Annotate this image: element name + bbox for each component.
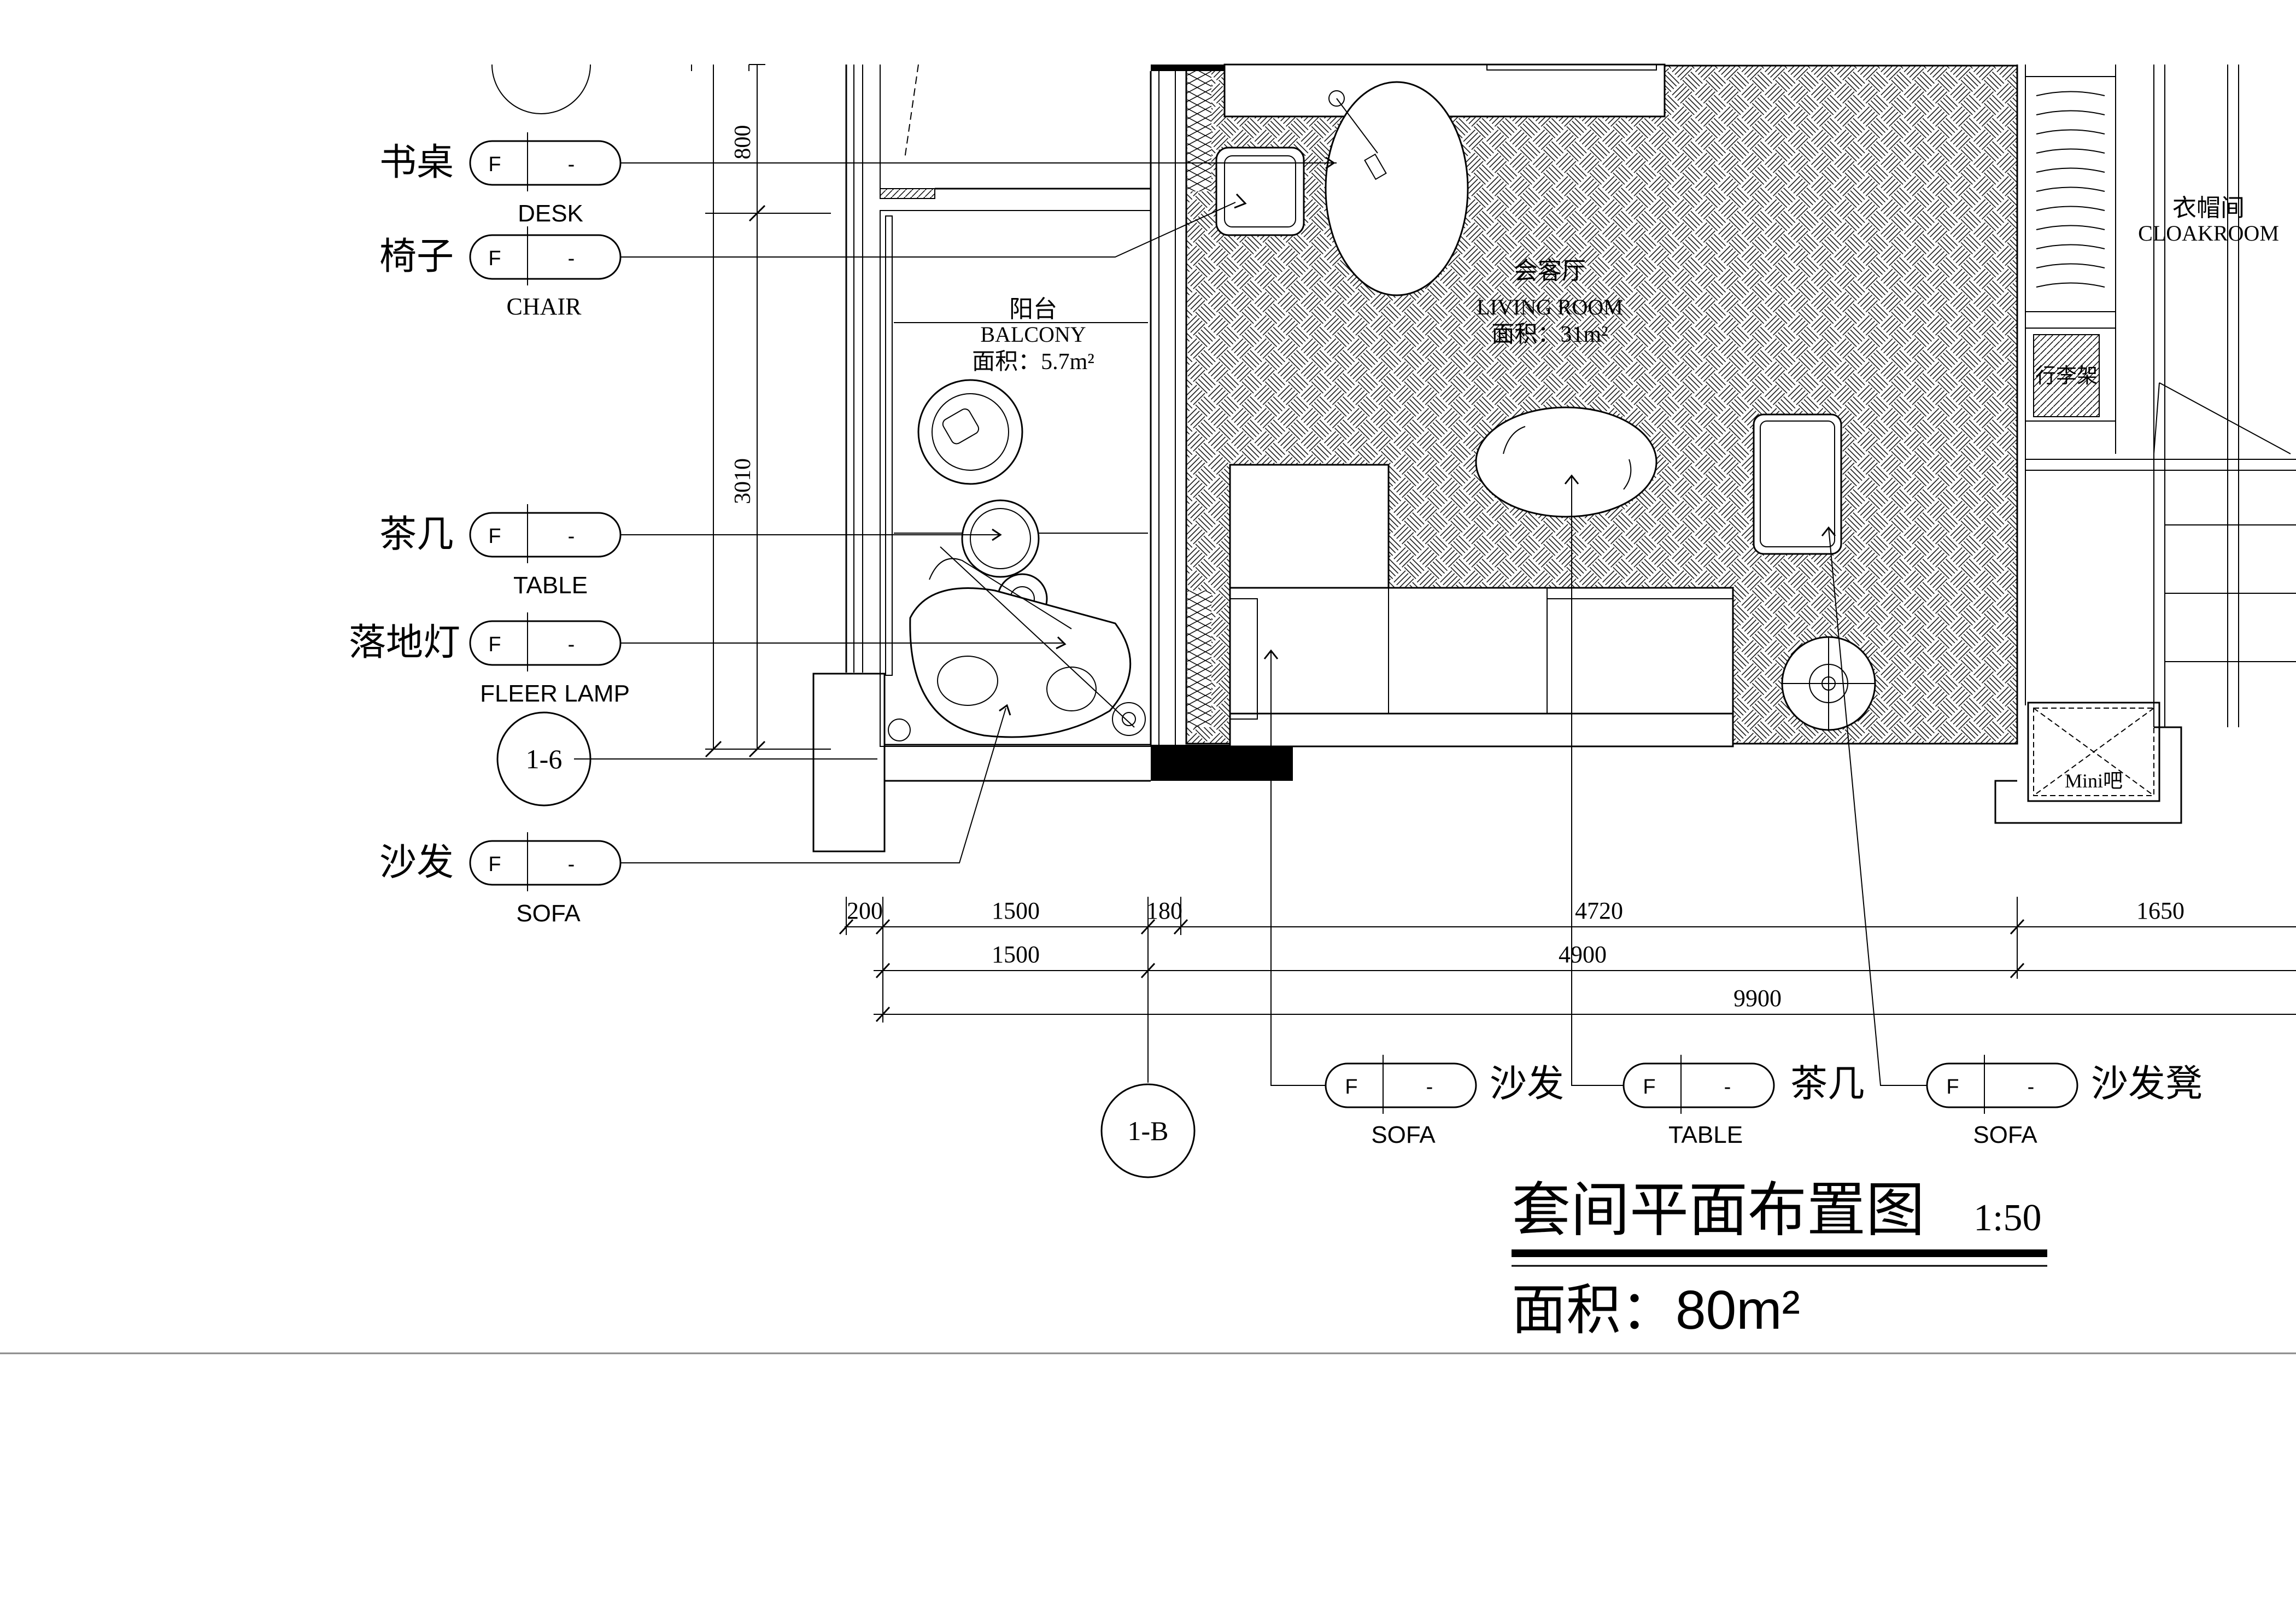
tag-table-bottom-code: F	[1643, 1076, 1655, 1099]
cloakroom-label-cn: 衣帽间	[2172, 195, 2245, 221]
curtain-lower	[1187, 591, 1211, 727]
tag-sofa-bottom-en: SOFA	[1371, 1121, 1436, 1148]
drawing-scale: 1:50	[1973, 1197, 2041, 1239]
tag-chair-cn: 椅子	[379, 236, 454, 277]
tag-sofa-left-cn: 沙发	[379, 842, 454, 883]
balcony-armchair	[917, 379, 1023, 485]
structural-column	[1151, 745, 1293, 781]
tag-desk-code: F	[488, 153, 501, 176]
dim-1500-a: 1500	[992, 897, 1040, 924]
living-area: 面积：31m²	[1491, 322, 1608, 347]
tag-table-left-en: TABLE	[513, 572, 588, 599]
tag-sofa-left-code: F	[488, 853, 501, 876]
tag-stool: F - 沙发凳 SOFA	[1926, 1055, 2203, 1148]
luggage-rack-label: 行李架	[2035, 365, 2098, 388]
tag-table-left: F - 茶几 TABLE	[379, 504, 622, 599]
tag-lamp: F - 落地灯 FLEER LAMP	[349, 612, 630, 707]
section-mark-bottom-text: 1-B	[1128, 1115, 1169, 1146]
tag-chair-en: CHAIR	[507, 293, 582, 320]
tag-chair: F - 椅子 CHAIR	[379, 226, 622, 320]
balcony-area: 面积：5.7m²	[972, 349, 1094, 375]
tag-stool-en: SOFA	[1973, 1121, 2037, 1148]
section-mark-bottom: 1-B	[1100, 1083, 1196, 1178]
section-mark-left: 1-6	[496, 711, 591, 807]
tag-table-bottom-cn: 茶几	[1790, 1063, 1865, 1105]
cloakroom-label-en: CLOAKROOM	[2138, 221, 2279, 246]
vertical-dimensions: 800 3010	[705, 64, 831, 758]
tag-stool-code: F	[1946, 1076, 1959, 1099]
leader-lines	[574, 156, 1927, 1086]
tag-table-bottom: F - 茶几 TABLE	[1623, 1055, 1865, 1148]
living-label-en: LIVING ROOM	[1477, 295, 1623, 319]
tag-table-bottom-num: -	[1724, 1076, 1731, 1099]
tag-lamp-cn: 落地灯	[349, 622, 460, 663]
tag-chair-num: -	[568, 247, 575, 270]
tag-sofa-left: F - 沙发 SOFA	[379, 832, 622, 927]
sofa-stool	[1753, 413, 1842, 555]
tag-table-left-cn: 茶几	[379, 513, 454, 555]
dim-vertical-main: 3010	[730, 458, 755, 504]
curtain-upper	[1187, 71, 1211, 191]
tag-stool-cn: 沙发凳	[2091, 1063, 2203, 1105]
tag-sofa-bottom: F - 沙发 SOFA	[1325, 1055, 1564, 1148]
tag-sofa-bottom-code: F	[1345, 1076, 1357, 1099]
minibar-cabinet	[2027, 702, 2160, 802]
tag-sofa-left-num: -	[568, 853, 575, 876]
dim-9900: 9900	[1733, 985, 1782, 1012]
lounge-chair	[909, 587, 1132, 738]
tag-lamp-en: FLEER LAMP	[480, 680, 630, 707]
tag-desk: F - 书桌 DESK	[379, 132, 622, 227]
tag-desk-num: -	[568, 153, 575, 176]
tag-table-left-num: -	[568, 525, 575, 548]
drawing-title: 套间平面布置图	[1512, 1177, 1925, 1243]
tag-lamp-num: -	[568, 633, 575, 656]
balcony-label-en: BALCONY	[980, 322, 1086, 347]
tag-sofa-bottom-cn: 沙发	[1490, 1063, 1564, 1105]
furniture	[888, 63, 1876, 747]
tag-lamp-code: F	[488, 633, 501, 656]
tag-stool-num: -	[2028, 1076, 2035, 1099]
tag-table-bottom-en: TABLE	[1668, 1121, 1743, 1148]
dim-vertical-top: 800	[730, 125, 755, 160]
oval-coffee-table	[1475, 406, 1657, 518]
balcony-label-cn: 阳台	[1009, 296, 1057, 323]
living-label-cn: 会客厅	[1514, 258, 1586, 284]
tag-table-left-code: F	[488, 525, 501, 548]
dim-1500-b: 1500	[992, 941, 1040, 968]
dim-180: 180	[1146, 897, 1182, 924]
dim-200: 200	[847, 897, 883, 924]
clothes-rack	[2036, 91, 2105, 288]
desk-chair	[1215, 147, 1305, 236]
tag-desk-en: DESK	[518, 200, 583, 227]
dim-4900: 4900	[1559, 941, 1607, 968]
drawing-area: 面积：80m²	[1512, 1280, 1800, 1341]
dim-1650: 1650	[2136, 897, 2184, 924]
section-mark-left-text: 1-6	[526, 744, 563, 774]
tag-desk-cn: 书桌	[379, 142, 454, 183]
title-block: 套间平面布置图 1:50 面积：80m²	[1512, 1177, 2047, 1341]
oval-desk	[1325, 81, 1469, 296]
dim-4720: 4720	[1575, 897, 1623, 924]
balcony-tea-table	[961, 499, 1040, 578]
room-labels: 阳台 BALCONY 面积：5.7m² 会客厅 LIVING ROOM 面积：3…	[972, 195, 2279, 792]
minibar-label: Mini吧	[2065, 770, 2123, 792]
tag-sofa-left-en: SOFA	[516, 900, 581, 927]
tag-chair-code: F	[488, 247, 501, 270]
living-room-sofa	[1229, 464, 1734, 747]
horizontal-dimensions: 200 1500 180 4720 1650 1500 4900 9900	[839, 897, 2296, 1023]
tag-sofa-bottom-num: -	[1426, 1076, 1433, 1099]
